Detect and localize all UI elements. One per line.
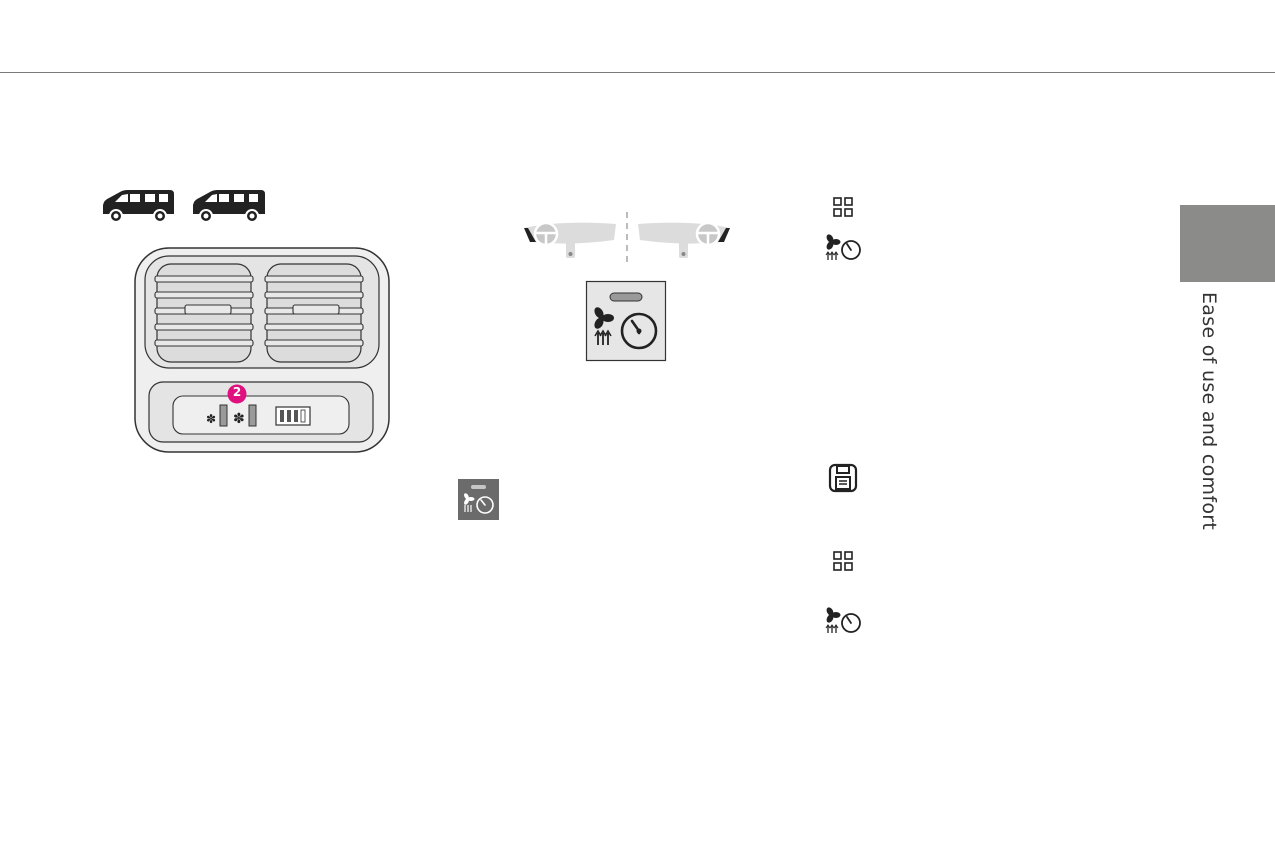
header-rule — [0, 72, 1275, 73]
grid-menu-icon — [833, 551, 853, 571]
svg-text:✽: ✽ — [233, 411, 245, 427]
fan-heat-timer-icon — [823, 606, 863, 636]
van-long-icon — [190, 188, 268, 224]
right-hand-drive-icon — [636, 218, 732, 262]
section-tab — [1180, 205, 1275, 282]
callout-number: 2 — [232, 385, 242, 399]
grid-menu-icon — [833, 197, 853, 217]
callout-badge: 2 — [227, 384, 247, 404]
svg-text:✽: ✽ — [206, 412, 216, 426]
section-title: Ease of use and comfort — [1198, 292, 1220, 531]
left-hand-drive-icon — [522, 218, 618, 262]
van-short-icon — [100, 188, 178, 224]
fan-heat-timer-button-large — [585, 280, 667, 362]
rear-vent-panel-figure: ✽ ✽ — [133, 246, 391, 456]
drive-side-divider — [626, 212, 630, 262]
fan-heat-timer-icon — [823, 233, 863, 263]
floppy-save-icon — [828, 463, 858, 493]
fan-heat-timer-icon-tile — [458, 479, 499, 520]
